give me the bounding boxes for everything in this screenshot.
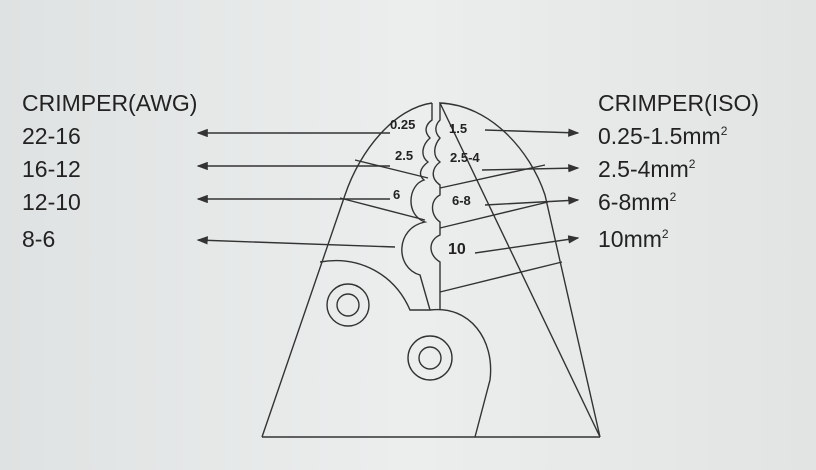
section-dividers	[339, 159, 563, 293]
iso-title: CRIMPER(ISO)	[598, 90, 759, 116]
pivot-outer-1	[326, 283, 370, 327]
jaw-label-right-2: 6-8	[452, 193, 471, 208]
awg-row: 8-6	[22, 226, 55, 252]
jaw-label-right-3: 10	[448, 241, 466, 258]
iso-row: 0.25-1.5mm2	[598, 123, 728, 149]
handle-outline	[319, 260, 492, 438]
pivot-inner-1	[336, 293, 360, 317]
pivot-outer-2	[407, 335, 453, 381]
iso-row: 10mm2	[598, 226, 669, 252]
awg-row: 12-10	[22, 189, 81, 215]
iso-row: 2.5-4mm2	[598, 156, 696, 182]
iso-row: 6-8mm2	[598, 189, 677, 215]
tool-outline	[261, 102, 601, 438]
jaw-label-left-2: 6	[393, 187, 400, 202]
jaw-label-left-0: 0.25	[390, 117, 415, 132]
left-arrows	[196, 128, 396, 248]
jaw-label-right-1: 2.5-4	[450, 150, 480, 165]
right-arrows	[474, 128, 580, 254]
jaw-label-right-0: 1.5	[449, 121, 467, 136]
left-jaw-edge	[401, 103, 433, 311]
right-jaw-edge	[430, 103, 442, 310]
awg-row: 16-12	[22, 156, 81, 182]
jaw-label-left-1: 2.5	[395, 148, 413, 163]
awg-row: 22-16	[22, 123, 81, 149]
awg-title: CRIMPER(AWG)	[22, 90, 197, 116]
pivot-inner-2	[418, 346, 442, 370]
